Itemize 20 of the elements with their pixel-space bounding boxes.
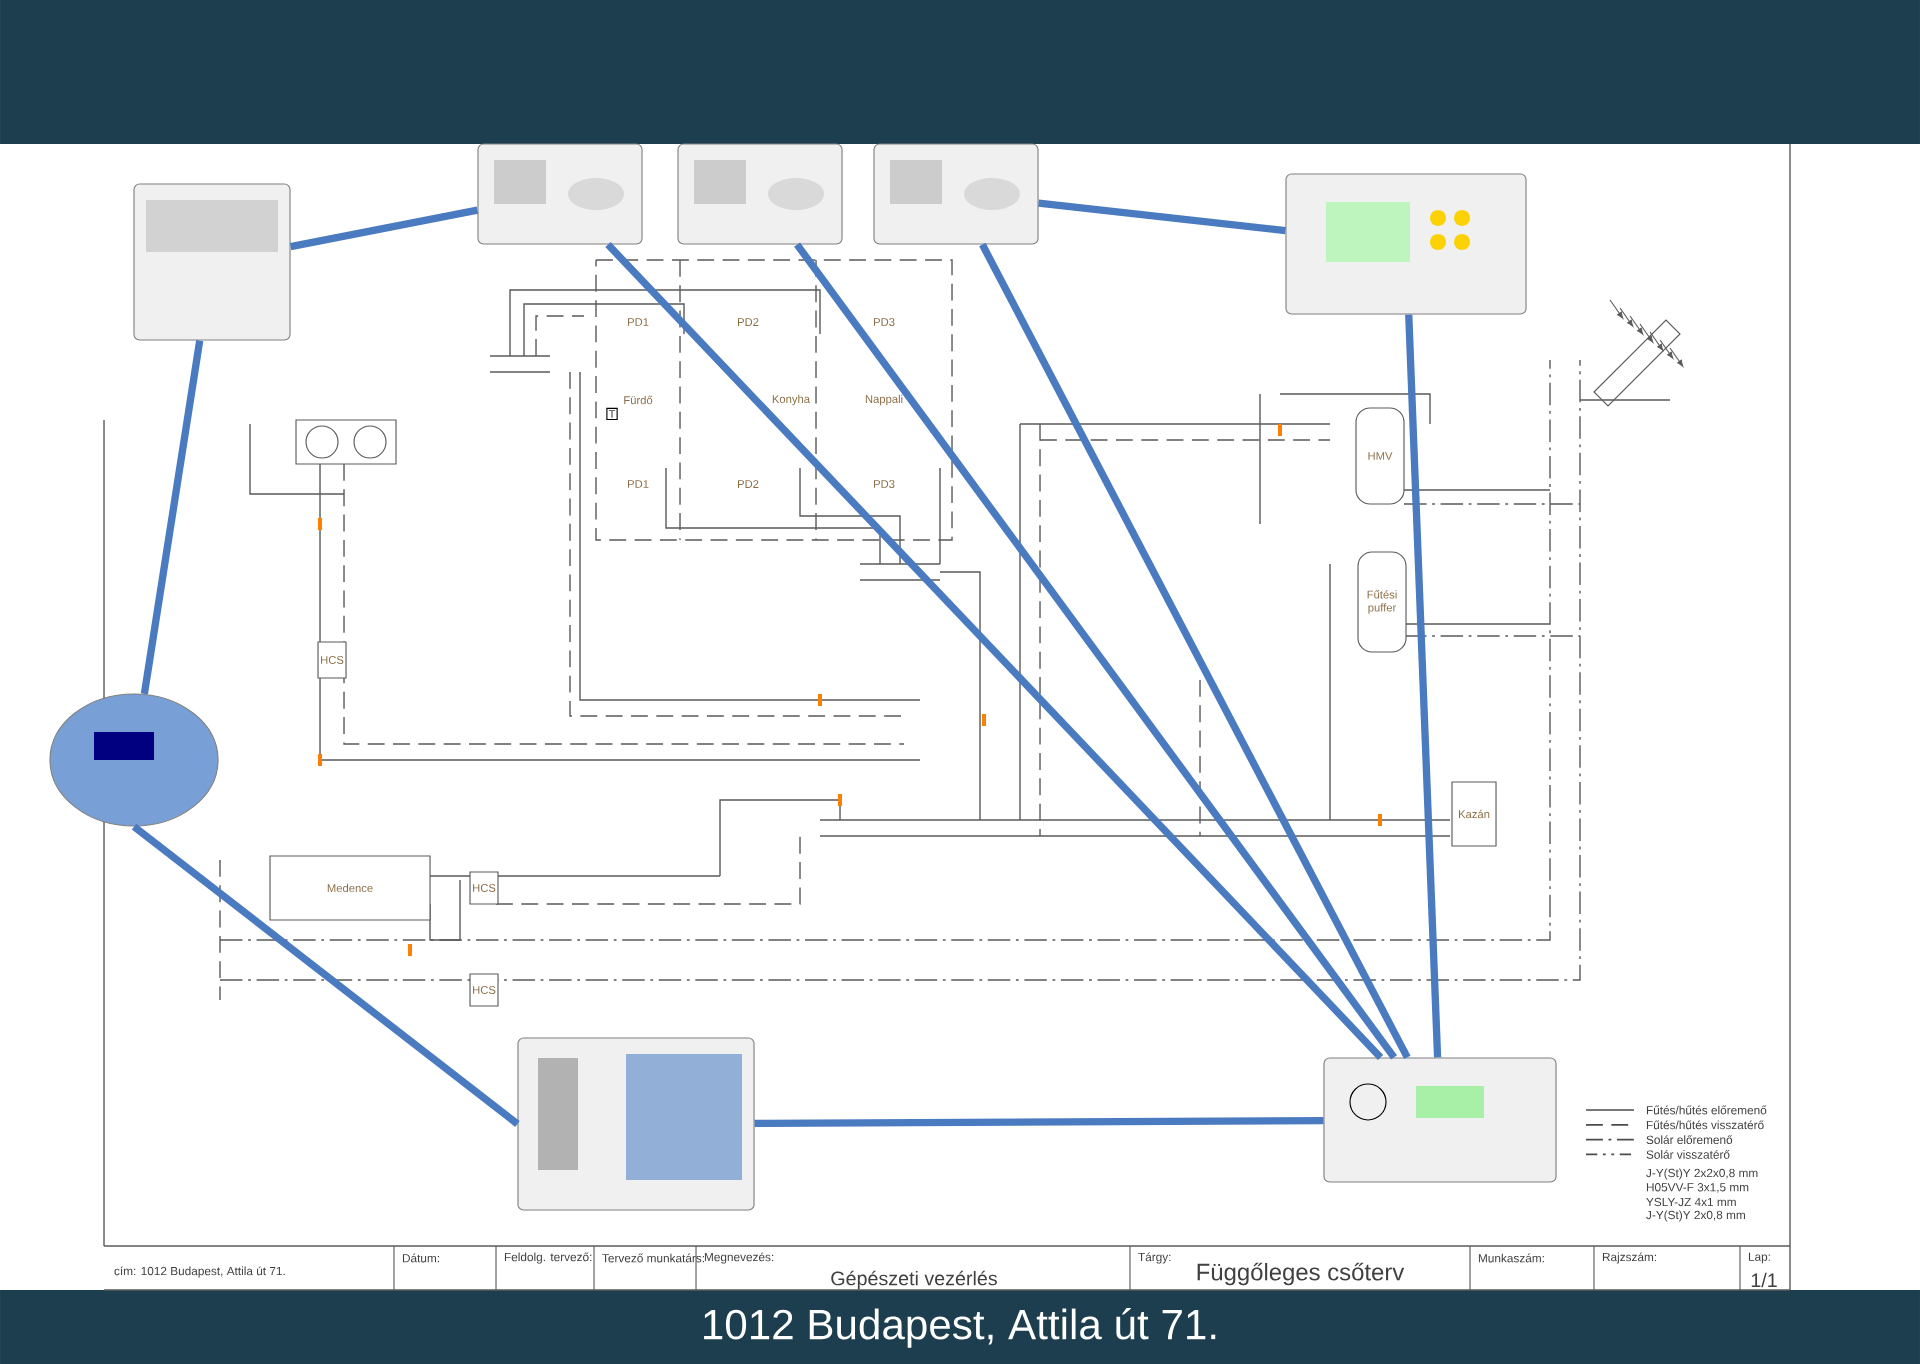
connection-line (754, 1116, 1324, 1128)
field-value: Függőleges csőterv (1197, 1262, 1405, 1286)
connection-line (794, 242, 1397, 1060)
connection-line (979, 242, 1411, 1060)
pool-panel-picture (49, 693, 219, 827)
field-value: Gépészeti vezérlés (831, 1270, 997, 1290)
dosing-unit-picture (517, 1037, 755, 1211)
controller-picture (1285, 173, 1527, 315)
controller-picture (1323, 1057, 1557, 1183)
control-panel-picture (133, 183, 291, 341)
thermostat-picture (477, 143, 643, 245)
connection-line (1405, 314, 1442, 1058)
thermostat-picture (873, 143, 1039, 245)
connection-line (1038, 199, 1286, 235)
connection-line (289, 206, 479, 251)
thermostat-picture (677, 143, 843, 245)
connection-line (140, 340, 204, 695)
connection-line (131, 823, 520, 1127)
footer-text: 1012 Budapest, Attila út 71. (704, 1308, 1216, 1348)
field-value: 1/1 (1751, 1272, 1777, 1288)
